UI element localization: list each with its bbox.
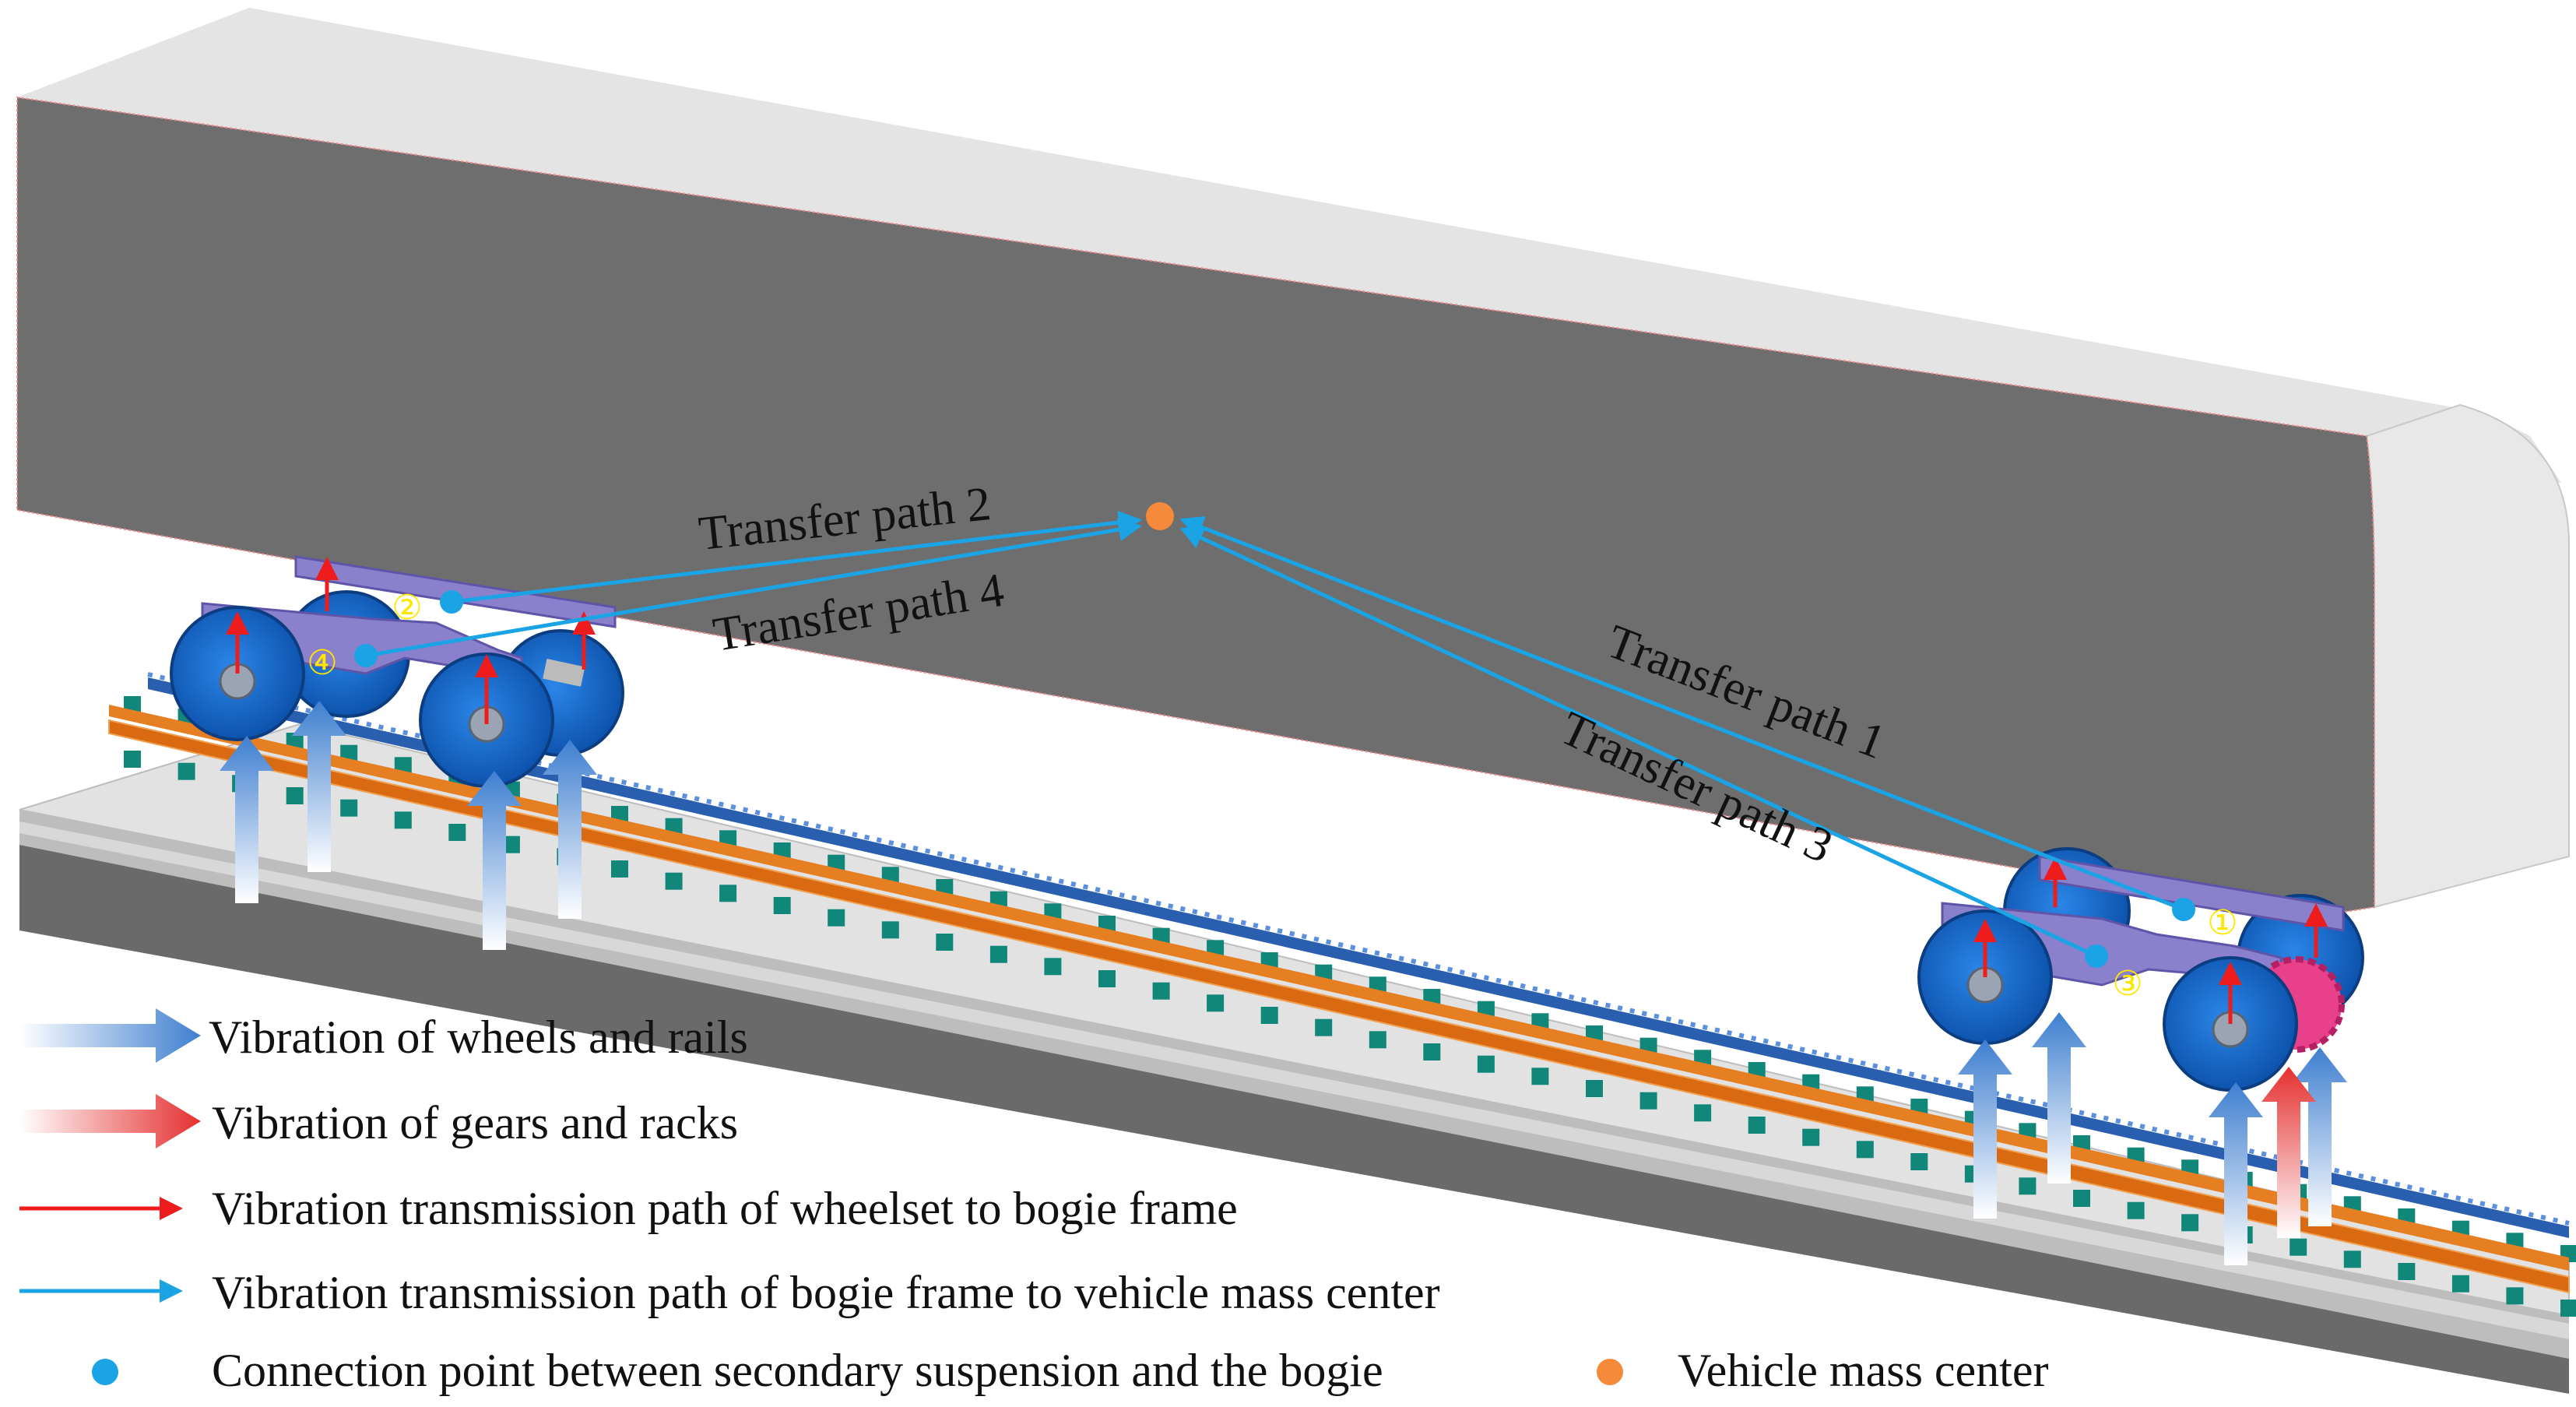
rail-back <box>109 705 2569 1271</box>
sleeper <box>1207 994 1225 1012</box>
sleeper <box>2506 1287 2524 1305</box>
transfer-path-3-line <box>1179 526 2098 959</box>
sleeper <box>1802 1128 1820 1146</box>
legend-mass-center-swatch <box>1597 1359 1623 1385</box>
sleeper <box>2127 1201 2145 1219</box>
wheelset-to-frame-paths <box>226 557 2328 1024</box>
sleeper <box>828 909 845 927</box>
connection-point-2 <box>440 590 463 614</box>
rack-bar <box>148 677 2569 1238</box>
sleeper <box>1748 1117 1766 1134</box>
sleeper <box>881 921 899 939</box>
sleeper <box>2451 1275 2469 1293</box>
sleeper <box>286 787 304 804</box>
sleeper <box>1856 1141 1874 1159</box>
legend-wheel-rail-label: Vibration of wheels and rails <box>209 1011 748 1063</box>
point-number-3: ③ <box>2112 964 2142 1004</box>
vehicle-mass-center <box>1146 502 1174 530</box>
track-bed <box>19 723 2570 1394</box>
sleeper <box>936 934 954 951</box>
car-body-top <box>17 8 2561 483</box>
sleeper <box>1910 1153 1928 1170</box>
legend-mass-center-label: Vehicle mass center <box>1678 1345 2048 1396</box>
point-number-2: ② <box>392 588 422 628</box>
sleeper <box>177 762 195 780</box>
track-bed-side <box>19 845 2569 1394</box>
connection-point-1 <box>2172 898 2195 921</box>
car-body-nose <box>2365 403 2570 909</box>
left-bogie-axle-pin <box>543 659 585 687</box>
sleeper <box>124 751 141 768</box>
connection-point-4 <box>354 644 378 667</box>
wheel-rail-arrow <box>220 736 274 903</box>
transfer-path-1-line <box>1179 516 2184 912</box>
sleeper <box>1694 1104 1712 1122</box>
legend-gear-rack-label: Vibration of gears and racks <box>212 1097 738 1148</box>
sleeper <box>1477 1055 1495 1073</box>
sleeper <box>394 811 412 829</box>
car-body <box>16 8 2570 920</box>
sleeper <box>1531 1068 1549 1085</box>
point-number-4: ④ <box>307 643 337 683</box>
sleeper <box>124 696 141 713</box>
wheel-rail-arrow <box>1958 1039 2012 1219</box>
sleeper <box>989 945 1007 963</box>
sleeper <box>1315 1018 1333 1036</box>
connection-point-3 <box>2085 944 2108 968</box>
sleeper <box>2073 1190 2090 1207</box>
legend-wheelset-path-label: Vibration transmission path of wheelset … <box>212 1183 1238 1234</box>
sleeper <box>340 799 358 817</box>
point-number-labels: ② ④ ① ③ <box>307 588 2237 1004</box>
right-bogie-top-frame <box>2038 855 2345 932</box>
sleeper <box>502 835 520 853</box>
sleeper <box>2343 1250 2361 1268</box>
track-bed-base <box>19 821 2569 1339</box>
sleeper <box>1260 1007 1278 1024</box>
sleeper <box>1423 1043 1441 1061</box>
legend-frame-path-label: Vibration transmission path of bogie fra… <box>212 1267 1440 1318</box>
legend-connection-point-swatch <box>92 1359 118 1385</box>
sleeper <box>773 897 791 914</box>
sleeper <box>1152 982 1170 1000</box>
wheel-rail-arrow <box>292 701 346 872</box>
sleeper <box>665 872 683 890</box>
gear-rack-arrow <box>2261 1067 2316 1238</box>
connection-points <box>354 590 2195 968</box>
wheel-rail-arrow <box>467 771 522 950</box>
wheel-rail-arrow <box>2293 1047 2347 1226</box>
sleeper <box>1044 958 1062 976</box>
point-number-1: ① <box>2207 903 2237 943</box>
legend-connection-point-label: Connection point between secondary suspe… <box>212 1345 1383 1396</box>
car-body-side <box>16 96 2375 920</box>
rail-front <box>108 719 2570 1294</box>
sleeper <box>2290 1238 2307 1256</box>
frame-to-mass-center-paths <box>365 511 2184 959</box>
sleeper <box>611 860 628 878</box>
transfer-path-2-line <box>451 511 1142 604</box>
rails <box>108 672 2570 1294</box>
legend: Vibration of wheels and rails Vibration … <box>19 1008 2048 1396</box>
sleeper <box>1369 1031 1386 1049</box>
legend-wheel-rail-swatch <box>19 1008 201 1063</box>
sleeper <box>719 885 737 902</box>
sleeper <box>2181 1214 2199 1232</box>
wheel-rail-vibration-arrows <box>220 701 2347 1265</box>
sleeper <box>2019 1177 2037 1195</box>
transfer-path-4-line <box>365 518 1142 658</box>
sleeper <box>1586 1080 1603 1097</box>
wheel-rail-arrow <box>543 740 597 919</box>
wheel-rail-arrow <box>2209 1082 2263 1265</box>
legend-gear-rack-swatch <box>19 1094 201 1148</box>
sleeper <box>448 824 466 841</box>
sleeper <box>1639 1092 1657 1110</box>
wheel-rail-arrow <box>2032 1012 2086 1184</box>
gear-rack-vibration-arrows <box>2261 1067 2316 1238</box>
sleeper <box>2398 1263 2416 1280</box>
sleeper <box>1098 970 1116 987</box>
sleeper <box>2560 1300 2576 1317</box>
